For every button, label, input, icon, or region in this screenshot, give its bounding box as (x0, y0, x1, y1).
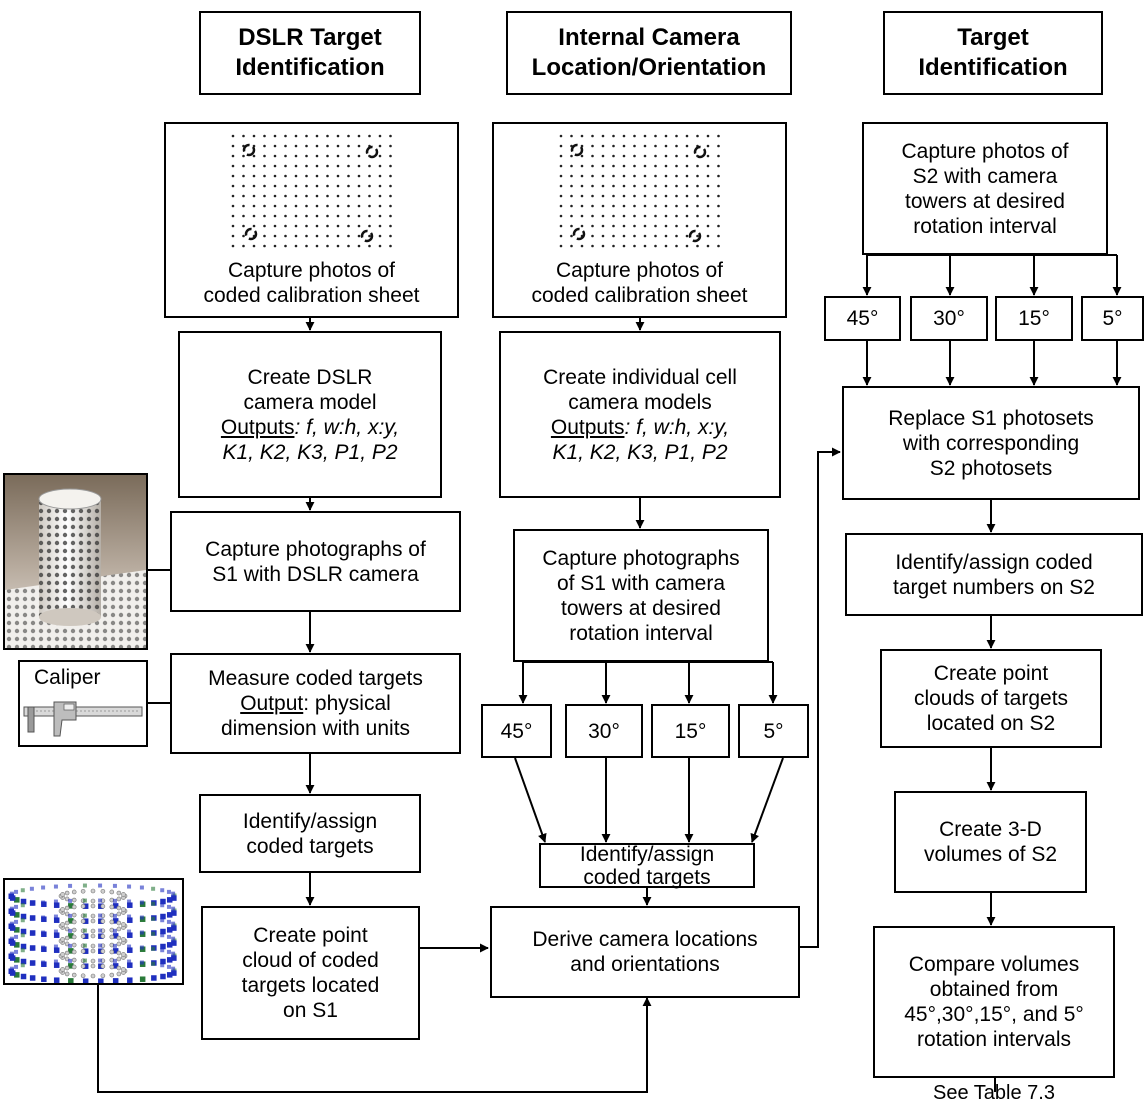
derive-camera-locations: Derive camera locations and orientations (490, 906, 800, 998)
internal-capture-calibration-sheet: Capture photos of coded calibration shee… (492, 122, 787, 318)
internal-angle-45: 45° (481, 704, 552, 758)
identify-target-numbers-s2: Identify/assign coded target numbers on … (845, 533, 1143, 616)
target-angle-5: 5° (1081, 296, 1144, 341)
see-table-note: See Table 7.3 (933, 1082, 1055, 1104)
dslr-create-point-cloud: Create point cloud of coded targets loca… (201, 906, 420, 1040)
target-angle-45: 45° (824, 296, 901, 341)
internal-create-camera-models: Create individual cell camera models Out… (499, 331, 781, 498)
internal-capture-towers: Capture photographs of S1 with camera to… (513, 529, 769, 662)
dslr-measure-coded-targets: Measure coded targets Output: physical d… (170, 653, 461, 754)
target-column-header: Target Identification (883, 11, 1103, 95)
dslr-capture-s1: Capture photographs of S1 with DSLR came… (170, 511, 461, 612)
point-cloud-graphic (8, 883, 177, 983)
calibration-sheet-image (559, 134, 720, 248)
calibration-sheet-image (231, 134, 392, 248)
arrow (514, 757, 547, 843)
internal-identify-assign: Identify/assign coded targets (539, 843, 755, 889)
target-angle-15: 15° (995, 296, 1073, 341)
arrow (800, 447, 841, 948)
arrow (97, 985, 652, 1093)
internal-column-header: Internal Camera Location/Orientation (506, 11, 792, 95)
arrow (750, 757, 784, 843)
internal-angle-15: 15° (651, 704, 730, 758)
dslr-create-camera-model: Create DSLR camera model Outputs: f, w:h… (178, 331, 442, 498)
replace-s1-photosets: Replace S1 photosets with corresponding … (842, 386, 1140, 500)
compare-volumes: Compare volumes obtained from 45°,30°,15… (873, 926, 1115, 1078)
point-cloud-image (3, 878, 184, 985)
caliper-image: Caliper (18, 660, 148, 747)
caliper-label: Caliper (34, 666, 101, 689)
cylinder-target-photo (3, 473, 148, 650)
dslr-column-header: DSLR Target Identification (199, 11, 421, 95)
capture-s2-photos: Capture photos of S2 with camera towers … (862, 122, 1108, 255)
create-point-clouds-s2: Create point clouds of targets located o… (880, 649, 1102, 748)
target-angle-30: 30° (910, 296, 988, 341)
internal-angle-30: 30° (565, 704, 643, 758)
dslr-identify-assign: Identify/assign coded targets (199, 794, 421, 873)
internal-angle-5: 5° (738, 704, 809, 758)
create-3d-volumes: Create 3-D volumes of S2 (894, 791, 1087, 893)
dslr-capture-calibration-sheet: Capture photos of coded calibration shee… (164, 122, 459, 318)
